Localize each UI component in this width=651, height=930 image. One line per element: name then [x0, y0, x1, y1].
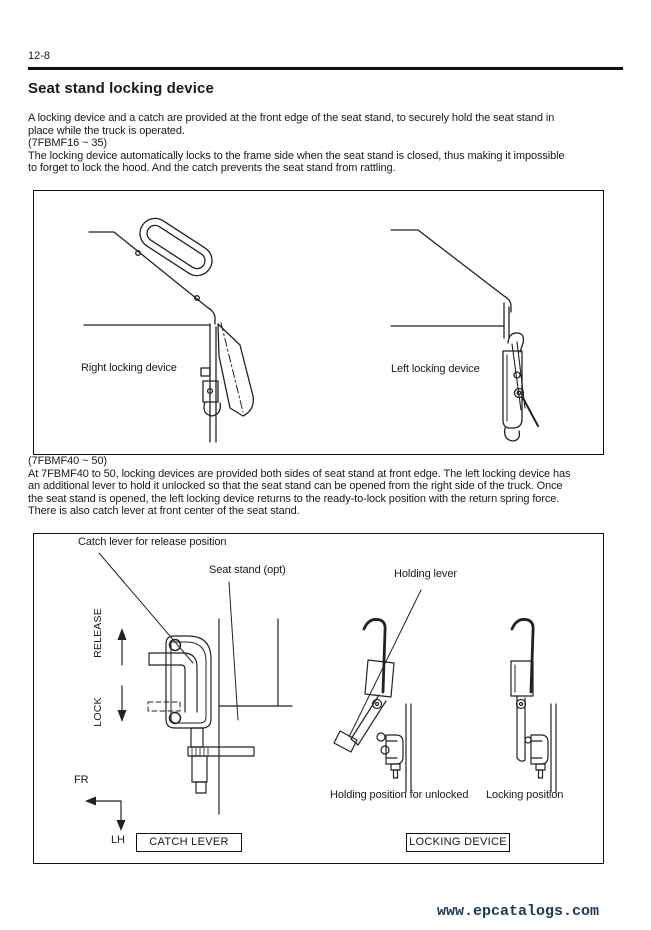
text-line: (7FBMF16 ~ 35): [28, 137, 107, 149]
caption-box-locking-device: LOCKING DEVICE: [406, 833, 510, 852]
caption-box-catch-lever: CATCH LEVER: [136, 833, 242, 852]
label-lh: LH: [111, 834, 125, 846]
locking-devices-drawing: [83, 217, 539, 443]
leader-lines: [98, 552, 422, 738]
label-right-locking-device: Right locking device: [81, 362, 177, 374]
page-number: 12-8: [28, 50, 51, 62]
text-line: At 7FBMF40 to 50, locking devices are pr…: [28, 467, 571, 480]
label-seat-stand: Seat stand (opt): [209, 564, 286, 576]
text-line: the seat stand is opened, the left locki…: [28, 492, 560, 505]
left-locking-device-drawing: [390, 229, 539, 442]
figure-catch-lever-and-locking-device: Catch lever for release position Seat st…: [33, 533, 604, 864]
header-rule: [28, 67, 623, 70]
release-lock-arrows: [117, 628, 127, 722]
label-catch-lever-release: Catch lever for release position: [78, 536, 227, 548]
label-left-locking-device: Left locking device: [391, 363, 480, 375]
text-line: an additional lever to hold it unlocked …: [28, 480, 563, 492]
text-line: A locking device and a catch are provide…: [28, 112, 555, 124]
locking-device-locked-drawing: [510, 618, 557, 793]
text-line: (7FBMF40 ~ 50): [28, 455, 107, 467]
section2-paragraph: (7FBMF40 ~ 50) At 7FBMF40 to 50, locking…: [28, 455, 622, 518]
intro-paragraph: A locking device and a catch are provide…: [28, 112, 622, 175]
catch-lever-drawing: [85, 552, 557, 831]
text-line: to forget to lock the hood. And the catc…: [28, 162, 396, 174]
text-line: There is also catch lever at front cente…: [28, 505, 300, 517]
text-line: The locking device automatically locks t…: [28, 149, 565, 162]
label-holding-lever: Holding lever: [394, 568, 457, 580]
right-locking-device-drawing: [83, 217, 254, 443]
label-lock: LOCK: [92, 697, 104, 727]
label-locking-position: Locking position: [486, 789, 564, 801]
fr-lh-axis-arrows: [85, 796, 126, 831]
text-line: place while the truck is operated.: [28, 124, 185, 137]
catch-lever-assembly-drawing: [147, 618, 293, 815]
label-fr: FR: [74, 774, 89, 786]
watermark-epcatalogs: www.epcatalogs.com: [437, 903, 600, 920]
figure-locking-devices-overview: Right locking device Left locking device: [33, 190, 604, 455]
locking-device-unlocked-drawing: [333, 618, 412, 793]
label-holding-position: Holding position for unlocked: [330, 789, 469, 801]
page-title: Seat stand locking device: [28, 80, 214, 97]
label-release: RELEASE: [92, 608, 104, 658]
